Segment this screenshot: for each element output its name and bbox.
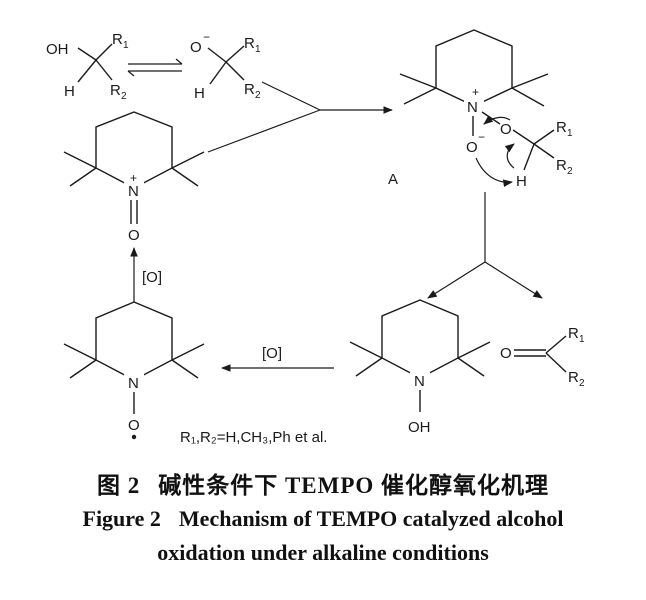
carbonyl-r1-label: R xyxy=(568,325,579,342)
split-arrow xyxy=(427,192,543,299)
hydroxylamine-oxidation-arrow: [O] xyxy=(221,345,334,372)
tempo-radical-molecule: N O xyxy=(63,301,205,440)
alcohol-r2-label: R xyxy=(110,82,121,99)
hydroxylamine-n-label: N xyxy=(414,373,425,390)
oxoammonium-o-label: O xyxy=(128,227,140,244)
hydroxylamine-molecule: N OH xyxy=(349,299,491,436)
alkoxide-molecule: O − R 1 R 2 H xyxy=(190,30,261,102)
combine-arrow xyxy=(207,81,393,153)
caption-chinese: 图 2 碱性条件下 TEMPO 催化醇氧化机理 xyxy=(0,466,646,500)
caption-chinese-figure: 图 2 xyxy=(96,473,141,498)
reaction-scheme: OH R 1 R 2 H O − R 1 R 2 H xyxy=(46,29,585,446)
alkoxide-h-label: H xyxy=(194,85,205,102)
alcohol-oh-label: OH xyxy=(46,41,69,58)
svg-text:1: 1 xyxy=(579,334,585,345)
carbonyl-r2-label: R xyxy=(568,369,579,386)
intermediate-a-molecule: N + O − O R 1 R 2 H xyxy=(399,29,573,190)
intermediate-r2-label: R xyxy=(556,157,567,174)
oxoammonium-molecule: N + O xyxy=(63,111,205,244)
oxidant-label-bottom: [O] xyxy=(262,345,282,362)
svg-text:−: − xyxy=(478,130,485,144)
alcohol-molecule: OH R 1 R 2 H xyxy=(46,31,129,102)
intermediate-label: A xyxy=(388,171,398,188)
substituent-note: R₁,R₂=H,CH₃,Ph et al. xyxy=(180,429,327,446)
caption-english-figure: Figure 2 xyxy=(82,506,161,531)
svg-text:−: − xyxy=(203,30,210,44)
radical-n-label: N xyxy=(128,375,139,392)
caption-english-title-line1: Mechanism of TEMPO catalyzed alcohol xyxy=(178,506,564,531)
intermediate-o-label: O xyxy=(500,121,512,138)
alkoxide-r2-label: R xyxy=(244,81,255,98)
caption-english-line2: oxidation under alkaline conditions xyxy=(157,540,489,565)
caption-chinese-title: 碱性条件下 TEMPO 催化醇氧化机理 xyxy=(158,473,550,498)
svg-text:1: 1 xyxy=(255,44,261,55)
svg-text:2: 2 xyxy=(255,90,261,101)
svg-text:2: 2 xyxy=(567,166,573,177)
svg-text:1: 1 xyxy=(567,128,573,139)
caption-english-line1: Figure 2 Mechanism of TEMPO catalyzed alc… xyxy=(0,506,646,532)
svg-text:2: 2 xyxy=(579,378,585,389)
reoxidation-arrow: [O] xyxy=(130,247,162,302)
alkoxide-o-label: O xyxy=(190,39,202,56)
intermediate-n-label: N xyxy=(467,99,478,116)
alkoxide-r1-label: R xyxy=(244,35,255,52)
intermediate-h-label: H xyxy=(516,173,527,190)
carbonyl-molecule: O R 1 R 2 xyxy=(500,325,585,389)
svg-text:+: + xyxy=(130,171,137,185)
intermediate-o-minus-label: O xyxy=(466,139,478,156)
equilibrium-arrows xyxy=(127,58,183,77)
carbonyl-o-label: O xyxy=(500,345,512,362)
alcohol-h-label: H xyxy=(64,83,75,100)
radical-dot-icon xyxy=(131,434,137,440)
alcohol-r1-label: R xyxy=(112,31,123,48)
electron-push-arrows xyxy=(475,115,515,188)
svg-text:2: 2 xyxy=(121,91,127,102)
svg-text:1: 1 xyxy=(123,40,129,51)
oxidant-label-left: [O] xyxy=(142,269,162,286)
hydroxylamine-oh-label: OH xyxy=(408,419,431,436)
svg-text:+: + xyxy=(472,85,479,99)
intermediate-r1-label: R xyxy=(556,119,567,136)
radical-o-label: O xyxy=(128,417,140,434)
oxoammonium-n-label: N xyxy=(128,183,139,200)
